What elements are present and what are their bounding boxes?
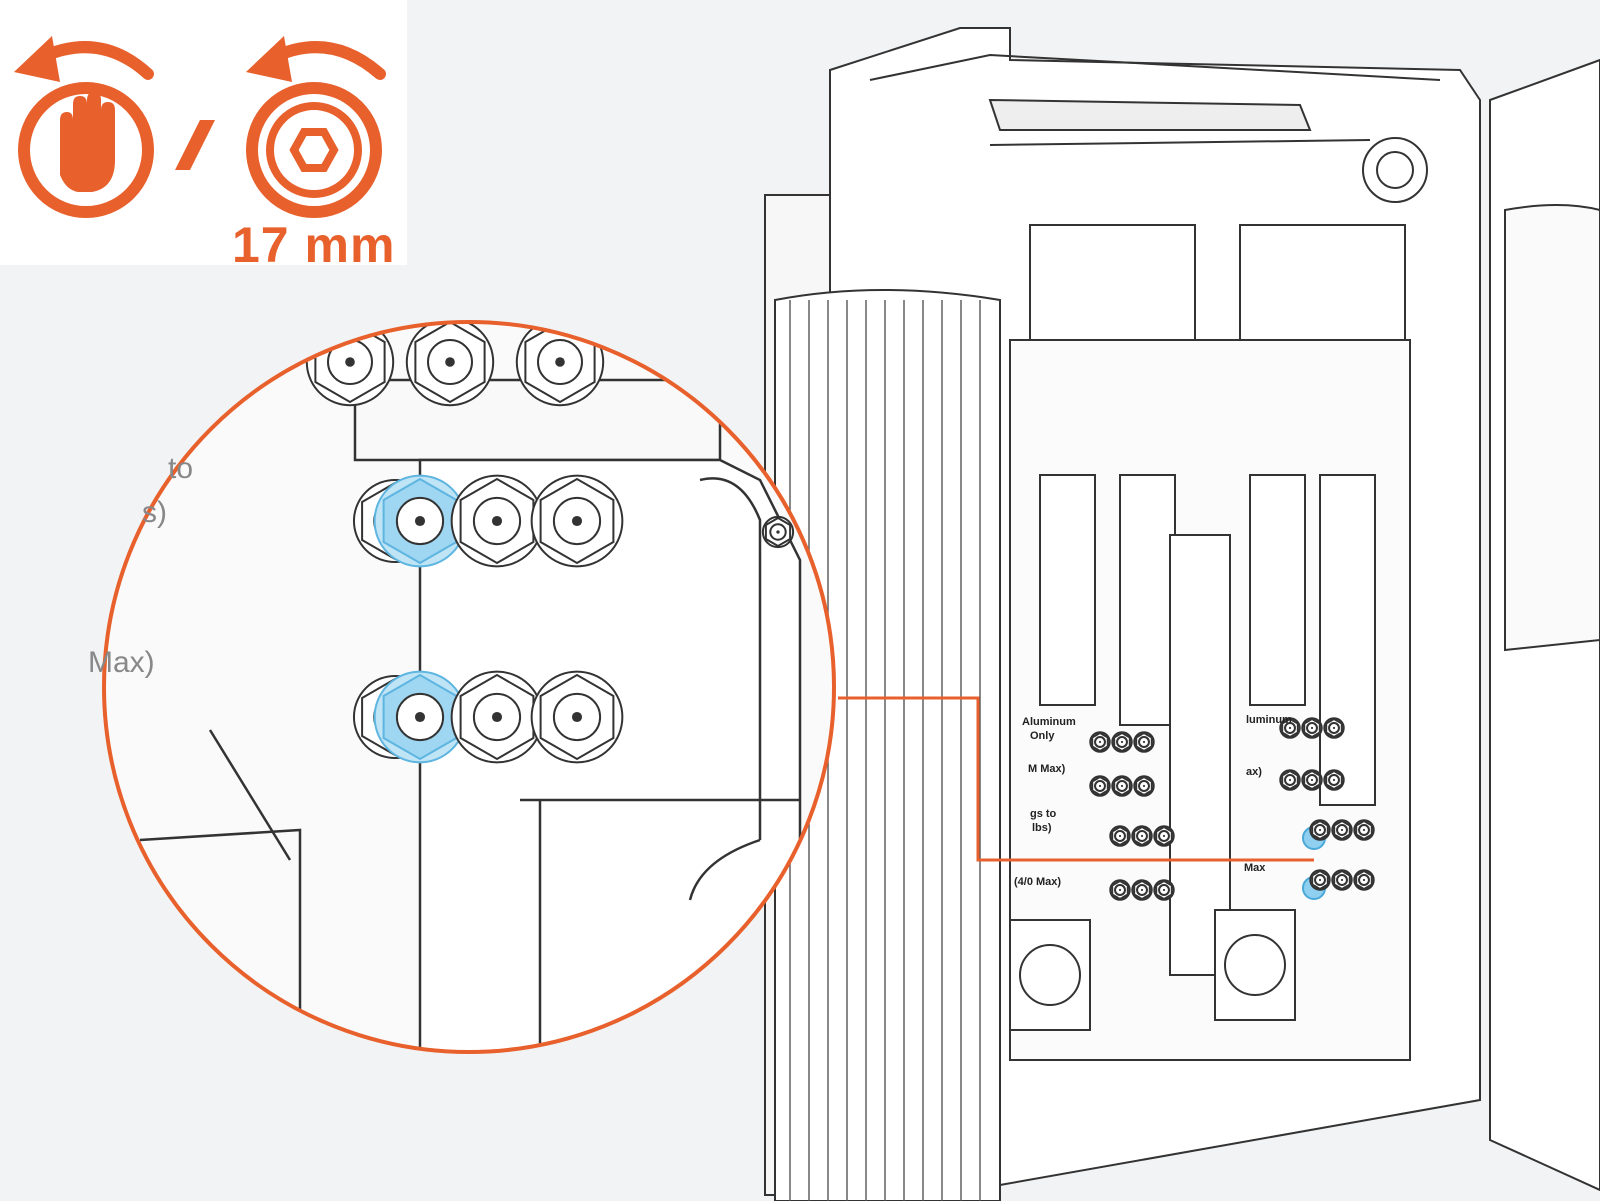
hex-nut xyxy=(1089,775,1111,797)
hex-nut xyxy=(1111,775,1133,797)
arrowhead-icon xyxy=(246,36,292,82)
hex-nut xyxy=(1131,879,1153,901)
hand-icon xyxy=(18,82,154,218)
hex-nut xyxy=(1279,769,1301,791)
zoom-label-to: to xyxy=(168,452,194,485)
zoom-detail-view xyxy=(102,320,836,1054)
hex-nut xyxy=(1153,879,1175,901)
cabinet-label-lugs-to: gs to xyxy=(1030,808,1057,820)
hex-nut xyxy=(1323,717,1345,739)
cabinet-label-aluminum-left: Aluminum xyxy=(1022,716,1076,728)
hex-socket-icon xyxy=(246,82,382,218)
cabinet-label-aluminum-right: luminum xyxy=(1246,714,1292,726)
hex-nut xyxy=(1131,825,1153,847)
hex-nut xyxy=(530,670,624,764)
cabinet-label-max-right-1: ax) xyxy=(1246,766,1262,778)
highlighted-hex-nut xyxy=(373,670,467,764)
hex-nut xyxy=(405,322,495,407)
hex-nut xyxy=(1301,717,1323,739)
zoom-circle-border xyxy=(102,320,836,1054)
cabinet-label-max-right-2: Max xyxy=(1244,862,1266,874)
hex-nut xyxy=(1353,869,1375,891)
hex-nut xyxy=(1109,825,1131,847)
cabinet-label-lbs: lbs) xyxy=(1032,822,1052,834)
hex-nut xyxy=(450,670,544,764)
hex-nut xyxy=(1089,731,1111,753)
hex-nut xyxy=(1309,869,1331,891)
hex-nut xyxy=(1279,717,1301,739)
separator-slash xyxy=(175,120,215,170)
hex-nut xyxy=(1109,879,1131,901)
hex-nut xyxy=(1353,819,1375,841)
hex-nut xyxy=(1331,819,1353,841)
cabinet-label-max-40: (4/0 Max) xyxy=(1014,876,1062,888)
cabinet-label-only-left: Only xyxy=(1030,730,1055,742)
zoom-label-s: s) xyxy=(142,496,167,529)
fluted-column xyxy=(774,289,1001,1201)
hex-nut xyxy=(1331,869,1353,891)
tool-size-label: 17 mm xyxy=(232,217,396,273)
arrowhead-icon xyxy=(14,36,60,82)
cabinet-terminal-nuts xyxy=(1089,717,1375,901)
hex-nut xyxy=(1111,731,1133,753)
hex-nut xyxy=(450,474,544,568)
hex-nut xyxy=(1133,775,1155,797)
hex-nut xyxy=(1323,769,1345,791)
hex-nut xyxy=(1309,819,1331,841)
hex-nut xyxy=(1133,731,1155,753)
cabinet-label-max-1: M Max) xyxy=(1028,763,1066,775)
hex-nut xyxy=(530,474,624,568)
highlighted-hex-nut xyxy=(373,474,467,568)
hex-nut xyxy=(761,515,795,549)
hex-nut xyxy=(1153,825,1175,847)
hex-nut xyxy=(1301,769,1323,791)
zoom-label-max: Max) xyxy=(88,646,155,679)
callout-leader-line xyxy=(838,696,1314,862)
